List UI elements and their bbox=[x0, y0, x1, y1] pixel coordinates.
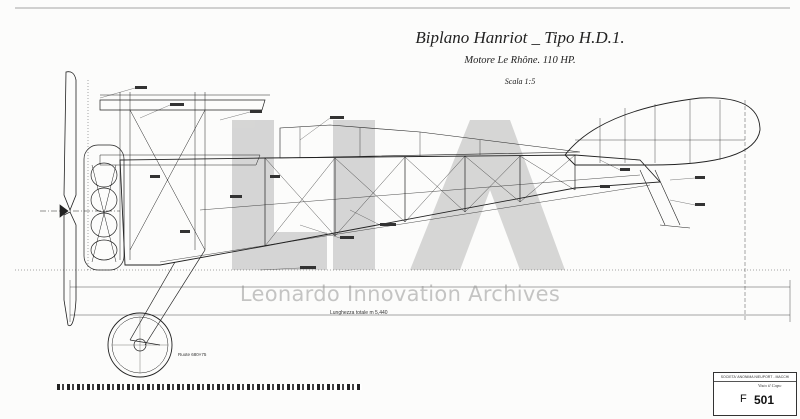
tail-fin-rudder bbox=[564, 97, 761, 229]
overall-length-label: Lunghezza totale m 5,440 bbox=[330, 310, 388, 316]
title-block-header: SOCIETA' ANONIMA NIEUPORT - MACCHI VARES… bbox=[714, 373, 796, 382]
title-block-visto: Visto il Capo bbox=[758, 383, 782, 388]
wheel-size-label: Ruote 680×75 bbox=[178, 352, 207, 357]
watermark-logo bbox=[232, 120, 565, 270]
callout-dots bbox=[135, 86, 705, 269]
engine-subtitle: Motore Le Rhône. 110 HP. bbox=[464, 55, 576, 66]
drawing-reference-strip bbox=[57, 384, 362, 390]
title-block: SOCIETA' ANONIMA NIEUPORT - MACCHI VARES… bbox=[713, 372, 797, 416]
drawing-code: F bbox=[740, 393, 747, 405]
drawing-number: 501 bbox=[754, 393, 775, 407]
drawing-title: Biplano Hanriot _ Tipo H.D.1. bbox=[415, 28, 625, 47]
fuselage bbox=[119, 124, 661, 266]
watermark-text: Leonardo Innovation Archives bbox=[239, 282, 561, 306]
annotation-leaders bbox=[99, 87, 696, 271]
propeller bbox=[40, 71, 120, 327]
landing-gear bbox=[107, 249, 206, 378]
dimension-lines bbox=[15, 80, 791, 322]
rotary-engine bbox=[83, 144, 125, 271]
scale-label: Scala 1:5 bbox=[504, 77, 536, 86]
